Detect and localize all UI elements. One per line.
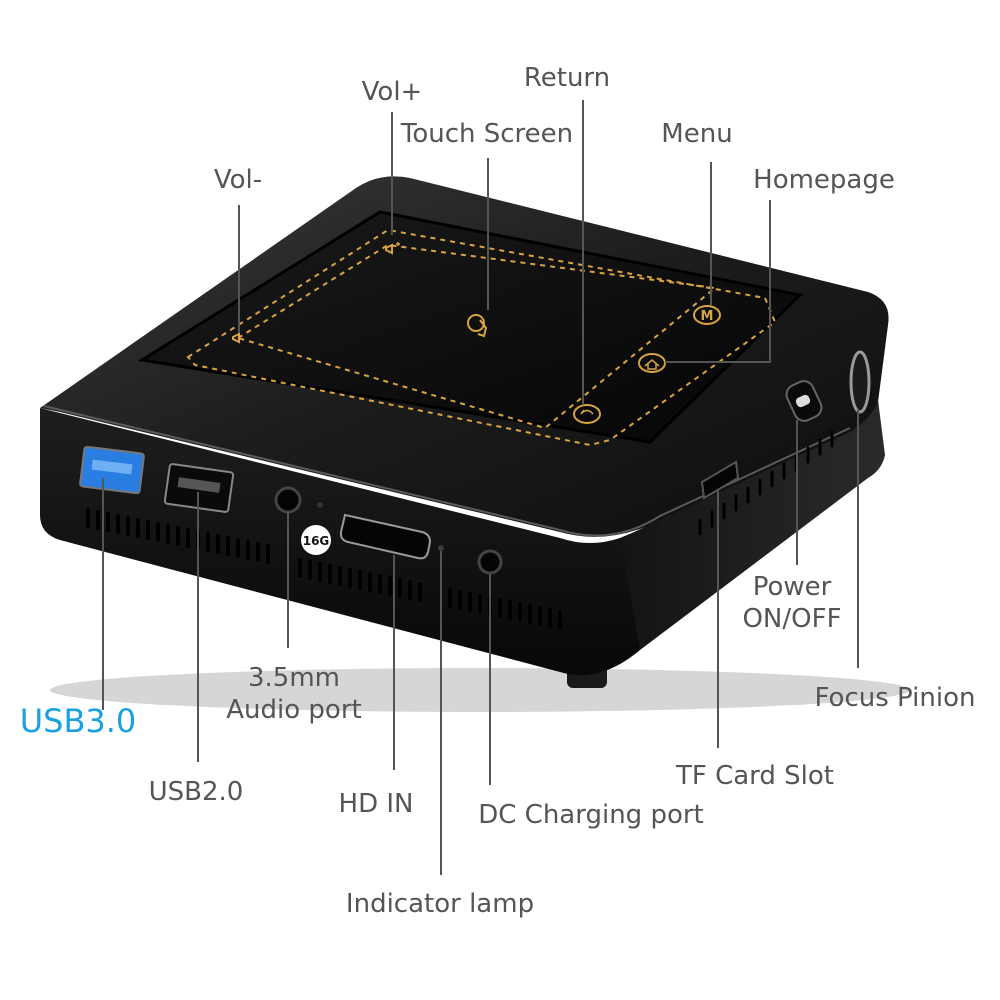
- speaker-plus-icon[interactable]: [385, 242, 400, 255]
- label-audio-line1: 3.5mm: [248, 663, 340, 693]
- dc-charging-jack[interactable]: [477, 549, 503, 575]
- indicator-lamp: [438, 545, 444, 551]
- panel-outer-outline: [186, 228, 777, 447]
- return-arrow-icon[interactable]: [573, 404, 601, 424]
- label-touch-screen: Touch Screen: [400, 119, 573, 149]
- tf-card-slot[interactable]: [700, 460, 740, 500]
- label-hd-in: HD IN: [339, 789, 414, 819]
- usb20-port-tongue: [177, 477, 221, 493]
- focus-pinion-wheel[interactable]: [849, 350, 871, 414]
- leader-lines: [102, 100, 859, 875]
- label-homepage: Homepage: [753, 165, 895, 195]
- callout-labels: Vol+ Return Touch Screen Menu Vol- Homep…: [20, 63, 976, 919]
- storage-badge-text: 16G: [303, 534, 330, 548]
- label-tf-card: TF Card Slot: [675, 761, 834, 791]
- label-vol-minus: Vol-: [214, 165, 262, 195]
- label-usb20: USB2.0: [149, 777, 244, 807]
- label-return: Return: [524, 63, 610, 93]
- label-dc-charging: DC Charging port: [478, 800, 704, 830]
- projector-device: M 16G: [40, 176, 910, 712]
- menu-button-letter: M: [701, 309, 714, 324]
- label-power-line2: ON/OFF: [742, 604, 841, 634]
- device-edge-highlight: [43, 405, 851, 537]
- label-audio-line2: Audio port: [226, 695, 361, 725]
- device-shadow: [50, 668, 910, 712]
- touch-panel[interactable]: [137, 210, 804, 444]
- label-power-line1: Power: [753, 572, 832, 602]
- mic-hole: [317, 502, 323, 508]
- storage-badge: [301, 525, 331, 555]
- label-usb30: USB3.0: [20, 702, 137, 740]
- label-focus-pinion: Focus Pinion: [815, 683, 976, 713]
- hand-pointer-icon[interactable]: [467, 314, 488, 338]
- device-side-face: [620, 400, 885, 650]
- label-indicator-lamp: Indicator lamp: [346, 889, 534, 919]
- usb30-port-tongue: [91, 459, 133, 475]
- label-menu: Menu: [661, 119, 732, 149]
- menu-m-icon[interactable]: M: [693, 305, 721, 325]
- panel-inner-outline: [235, 243, 718, 430]
- leader-homepage: [665, 200, 771, 363]
- label-vol-plus: Vol+: [362, 77, 423, 107]
- audio-jack[interactable]: [274, 486, 302, 514]
- speaker-icon[interactable]: [232, 332, 240, 344]
- hdmi-port[interactable]: [339, 513, 432, 560]
- power-switch-knob: [795, 394, 811, 408]
